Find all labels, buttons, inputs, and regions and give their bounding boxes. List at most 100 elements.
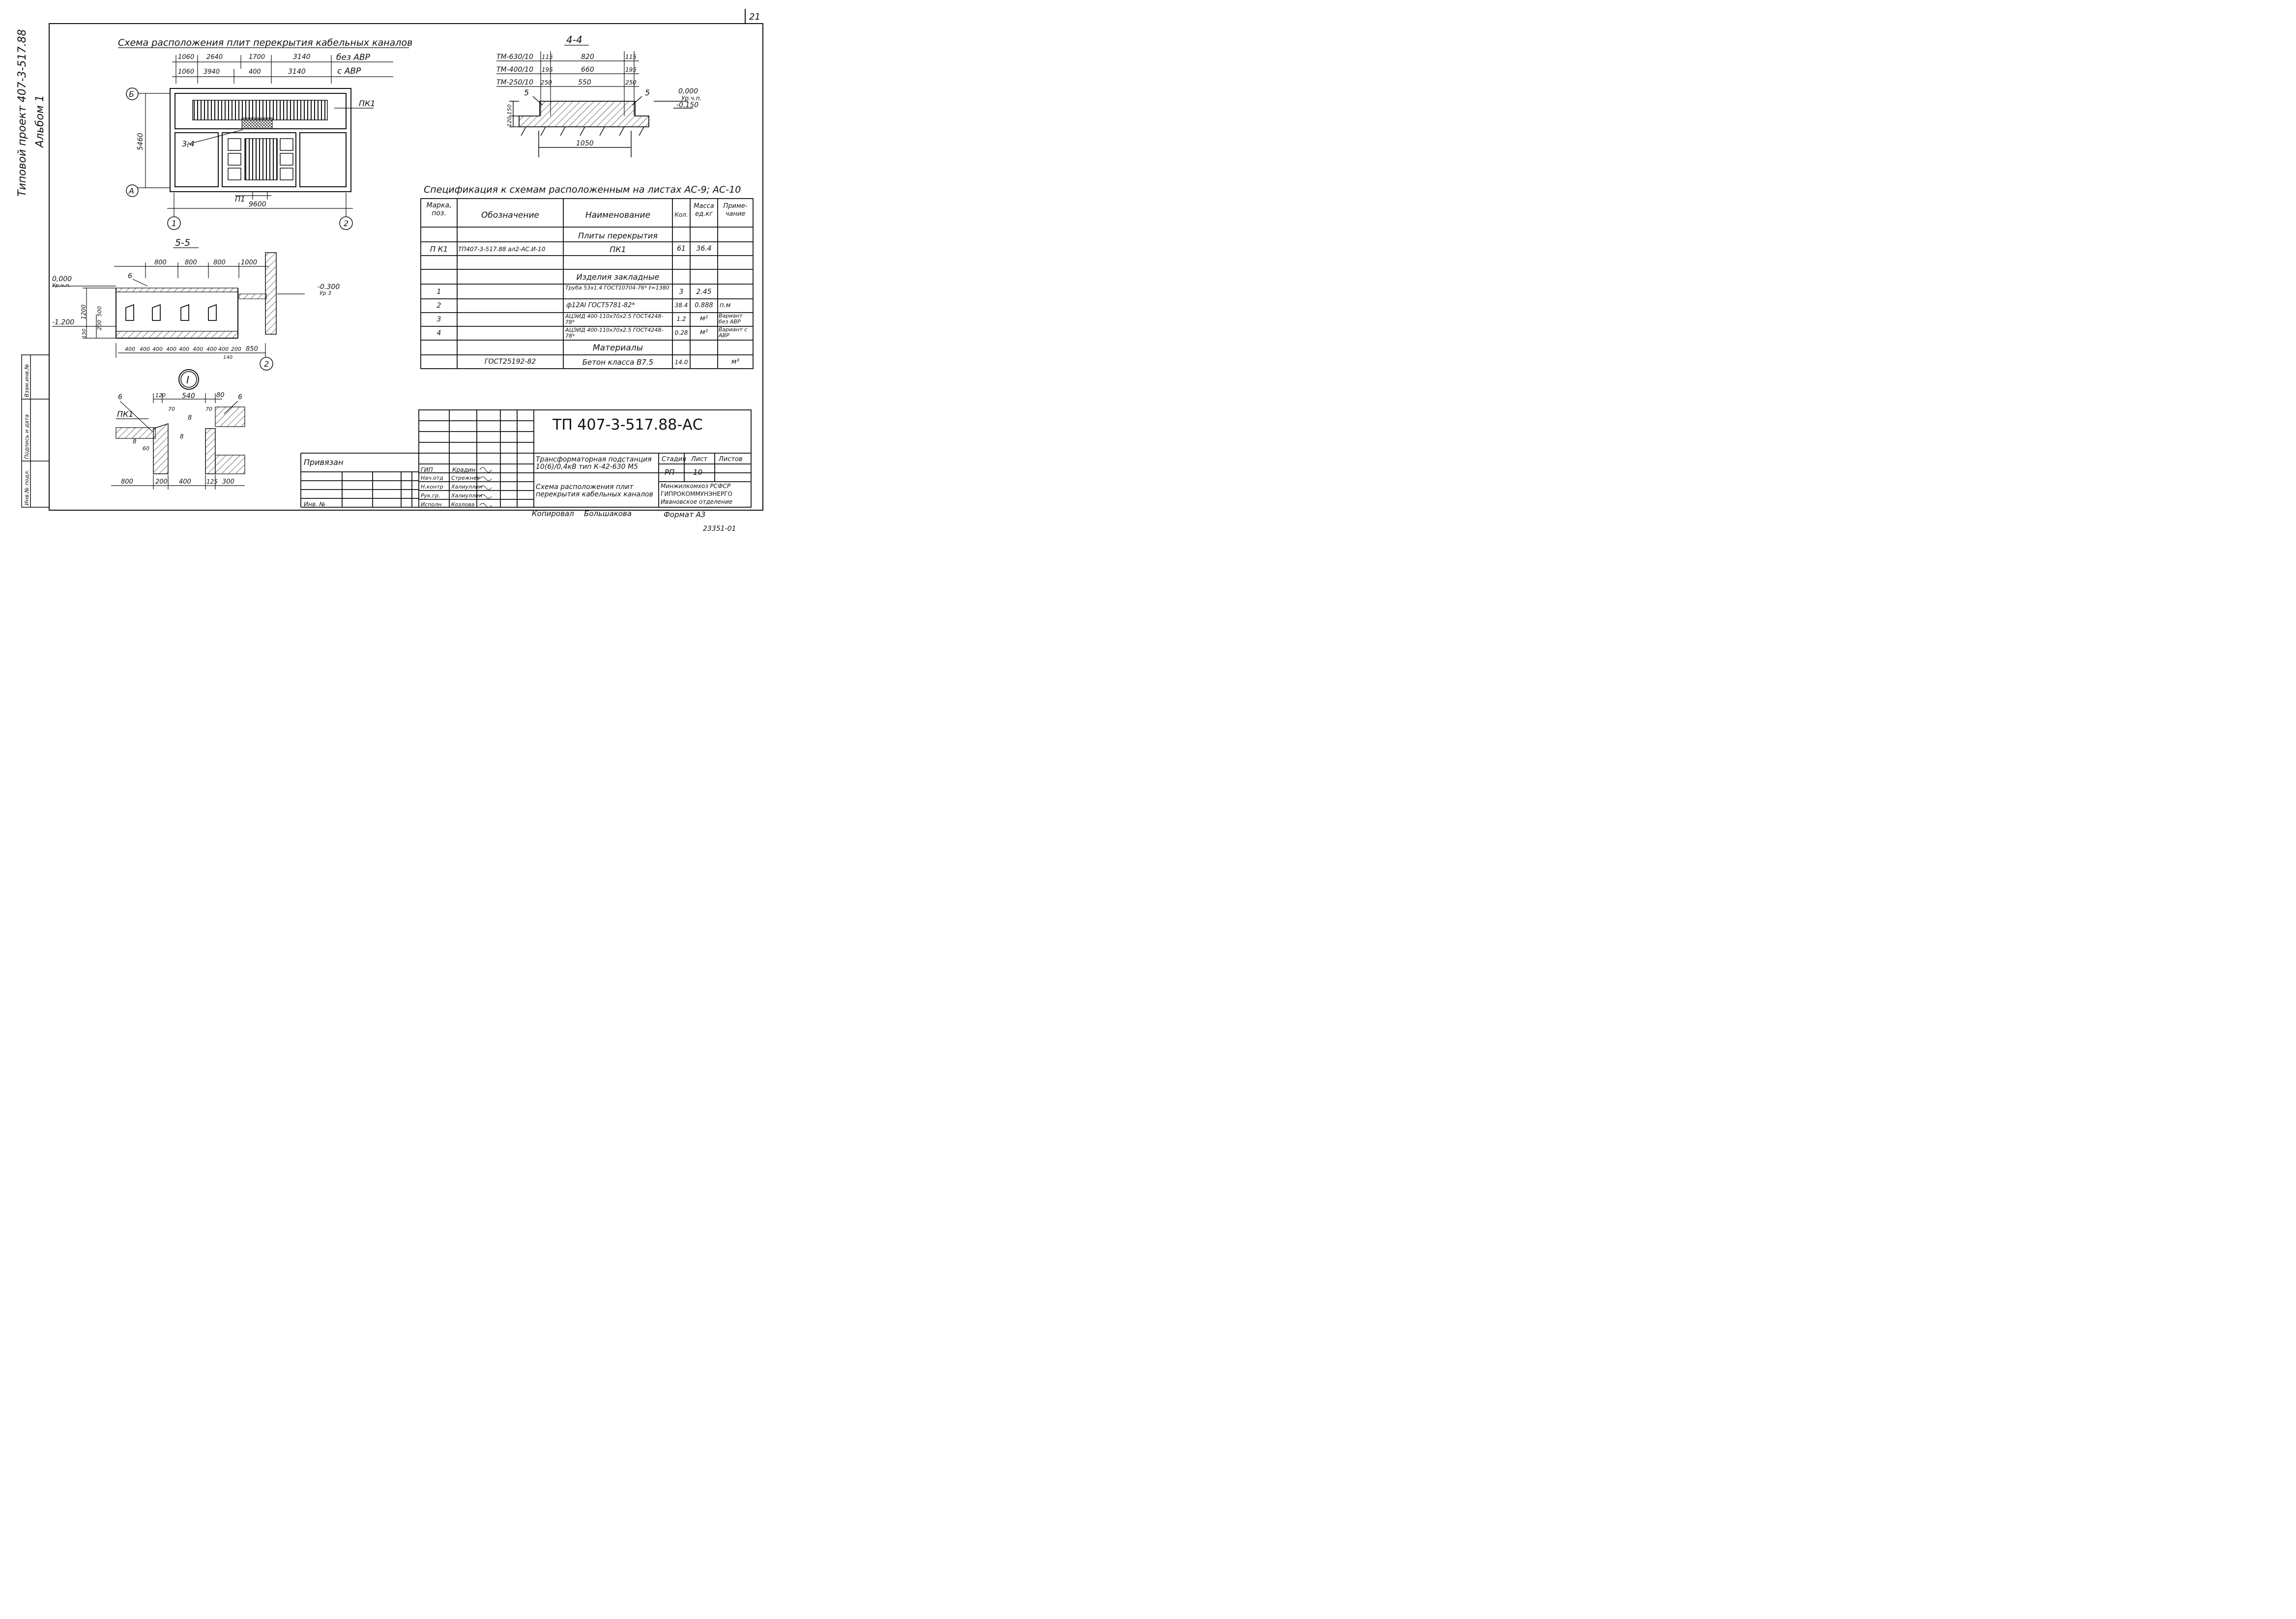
plan-label-34: 3;4	[182, 139, 195, 148]
detail-slab	[116, 427, 156, 439]
spec-row-1-qty: 61	[677, 245, 686, 253]
s44-mark-5-left: 5	[524, 88, 529, 97]
footer-format: Формат А3	[664, 510, 706, 519]
detail-left-wall	[153, 423, 169, 474]
spec-row-5-qty: 38.4	[674, 302, 688, 309]
s55-dim-150: 150	[82, 329, 87, 338]
detail-label-pk1: ПК1	[117, 409, 134, 419]
s55-bottom-slab	[116, 331, 238, 339]
plan-axis-1-bubble	[167, 216, 181, 230]
s55-dim-top-3: 1000	[241, 259, 257, 266]
plan-dim-r2-1: 3940	[203, 68, 220, 76]
spec-row-1-designation: ТП407-3-517.88 ал2-АС.И-10	[458, 246, 546, 253]
s44-level-0150: -0.150	[676, 101, 698, 109]
s55-dim-top-1: 800	[185, 259, 197, 266]
title-block-grid	[300, 409, 752, 508]
spec-row-9-qty: 14.0	[674, 359, 688, 366]
plan-label-pk1: ПК1	[359, 99, 376, 108]
detail-dim-top-2: 80	[216, 392, 225, 399]
spec-row-9-note: м³	[731, 358, 740, 366]
spec-row-8-name: Материалы	[593, 343, 643, 353]
s55-dim-bottom-0: 400	[125, 346, 135, 352]
stamp-sheet-label: Лист	[691, 456, 707, 463]
spec-row-6-name: АЦЭИД 400-110x70x2.5 ГОСТ4248-78*	[565, 313, 664, 325]
s44-row1-mid: 660	[581, 66, 594, 74]
plan-dimension-lines	[172, 55, 393, 84]
s44-title: 4-4	[566, 34, 582, 46]
s44-row0-left: 115	[542, 54, 553, 60]
spec-row-1-mass: 36.4	[696, 245, 712, 253]
s55-dim-bottom-4: 400	[179, 346, 189, 352]
stamp-stage-label: Стадия	[662, 456, 686, 463]
spec-row-7-qty: 0.28	[674, 329, 688, 336]
spec-row-5-note: п.м	[720, 302, 731, 309]
s44-row1-name: ТМ-400/10	[496, 66, 533, 74]
detail-right-wall	[205, 428, 216, 474]
plan-axis-1: 1	[172, 219, 176, 228]
s55-dim-1200: 1200	[80, 304, 87, 319]
stamp-name-4: Козлова	[451, 501, 475, 508]
s55-side-dims	[52, 286, 305, 358]
stamp-name-3: Халиуллин	[451, 492, 482, 499]
spec-row-4-mass: 2.45	[696, 288, 712, 296]
spec-row-9-name: Бетон класса В7.5	[582, 358, 654, 367]
spec-row-4-name: Труба 53x1.4 ГОСТ10704-76* ℓ=1380	[565, 285, 669, 291]
s44-mark-5-right: 5	[645, 88, 650, 97]
s44-dim-120-150: 120 150	[506, 105, 513, 127]
detail-bottom-dims	[111, 475, 245, 490]
spec-header-name: Наименование	[585, 210, 651, 220]
plan-grate-top	[192, 100, 328, 120]
spec-row-6-mass: м²	[699, 315, 708, 322]
spec-row-0-name: Плиты перекрытия	[578, 231, 658, 240]
stamp-org-line2: ГИПРОКОММУНЭНЕРГО	[661, 491, 732, 497]
plan-dim-height: 5460	[137, 133, 145, 150]
s44-row2-right: 250	[625, 79, 637, 86]
stamp-sheets-label: Листов	[718, 456, 743, 463]
spec-row-6-qty: 1.2	[676, 316, 686, 322]
plan-dim-r1-3: 3140	[293, 53, 311, 61]
plan-axis-a-bubble	[126, 184, 139, 197]
spec-header-mark: Марка, поз.	[426, 202, 452, 217]
stamp-name-0: Крадин	[452, 466, 476, 473]
detail-dim-bottom-1: 200	[155, 478, 168, 486]
spec-row-1-name: ПК1	[610, 245, 626, 254]
spec-row-7-note: Вариант с АВР	[719, 326, 748, 339]
spec-row-5-name: ф12АI ГОСТ5781-82*	[566, 302, 635, 309]
side-title-line1: Типовой проект 407-3-517.88	[16, 29, 29, 197]
s44-level-ur: Ур.ч.п.	[681, 95, 701, 102]
detail-right-base	[215, 455, 245, 474]
spec-header-mass: Масса ед.кг	[694, 202, 714, 218]
stamp-title-sheet: Схема расположения плит перекрытия кабел…	[536, 483, 653, 498]
stamp-role-0: ГИП	[421, 466, 433, 473]
drawing-sheet: 21 Типовой проект 407-3-517.88 Альбом 1 …	[16, 9, 763, 511]
detail-dim-70-right: 70	[205, 406, 212, 412]
left-stamp-label-sign: Подпись и дата	[24, 414, 30, 459]
footer-number: 23351-01	[703, 525, 736, 533]
plan-dim-r2-2: 400	[249, 68, 261, 76]
plan-axis-b-bubble	[126, 87, 139, 100]
s55-level-m1200: -1.200	[52, 318, 74, 326]
s55-dim-bottom-2: 400	[152, 346, 163, 352]
s55-dim-500: 500	[96, 306, 103, 317]
stamp-title-object: Трансформаторная подстанция 10(6)/0,4кВ …	[536, 456, 652, 471]
s55-dim-bottom-1: 400	[140, 346, 150, 352]
s44-ground-ticks	[509, 96, 693, 157]
page-number: 21	[749, 12, 760, 22]
spec-row-4-qty: 3	[679, 288, 684, 296]
detail-mark-6-right: 6	[238, 393, 242, 401]
spec-row-6-mark: 3	[436, 316, 441, 323]
s55-level-ur: Ур.ч.п.	[52, 282, 71, 289]
s44-level-000: 0,000	[678, 87, 698, 95]
detail-dim-bottom-0: 800	[121, 478, 133, 486]
stamp-sheet-value: 10	[693, 468, 702, 477]
plan-axis-2-bubble	[339, 216, 353, 230]
plan-axis-a: А	[128, 186, 134, 196]
detail-dim-top-1: 540	[182, 392, 195, 400]
s44-row2-name: ТМ-250/10	[496, 79, 533, 87]
detail-dim-60: 60	[143, 445, 149, 452]
s44-row0-mid: 820	[581, 53, 594, 61]
stamp-inv: Инв. №	[304, 501, 325, 508]
plan-dim-r2-label: с АВР	[337, 66, 361, 76]
s44-row1-right: 195	[625, 66, 637, 73]
spec-title: Спецификация к схемам расположенным на л…	[424, 184, 741, 195]
